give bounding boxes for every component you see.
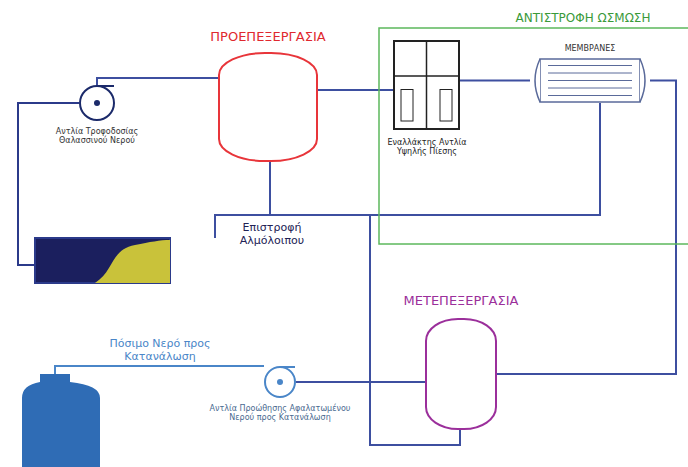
membrane-tube — [548, 95, 632, 96]
pipe-connector — [497, 81, 676, 375]
high-pressure-pump: Εναλλάκτης Αντλία Υψηλής Πίεσης — [393, 40, 460, 130]
node-label: ΜΕΜΒΡΑΝΕΣ — [530, 44, 650, 53]
node-label: ΜΕΤΕΠΕΞΕΡΓΑΣΙΑ — [375, 294, 547, 309]
piston — [394, 75, 459, 77]
post-treatment-tank: ΜΕΤΕΠΕΞΕΡΓΑΣΙΑ — [425, 318, 497, 430]
brine-return-label: Επιστροφή Αλμόλοιπου — [222, 222, 322, 247]
membrane-tube — [548, 73, 632, 74]
water-tank — [22, 374, 100, 467]
pretreatment-tank: ΠΡΟΕΠΕΞΕΡΓΑΣΙΑ — [218, 52, 318, 162]
node-label: Αντλία Τροφοδοσίας Θαλασσινού Νερού — [34, 127, 160, 145]
tank-outline — [425, 318, 497, 430]
hp-outline — [393, 40, 460, 130]
pump-outline — [79, 85, 115, 121]
pump-body — [265, 367, 295, 397]
chamber — [440, 90, 452, 122]
node-label: ΑΝΤΙΣΤΡΟΦΗ ΩΣΜΩΣΗ — [478, 12, 688, 26]
chamber — [401, 90, 413, 122]
piston-rod — [426, 41, 428, 129]
node-label: Αντλία Προώθησης Αφαλατωμένου Νερού προς… — [206, 404, 354, 422]
pump-hub — [277, 379, 283, 385]
reservoir-sand — [95, 240, 170, 283]
sea-reservoir — [35, 238, 170, 283]
pump-outlet — [97, 85, 114, 87]
pipe-connector — [97, 78, 218, 85]
pipe-connector — [460, 80, 530, 82]
node-label: ΠΡΟΕΠΕΞΕΡΓΑΣΙΑ — [188, 30, 348, 45]
pump-body — [80, 86, 114, 120]
vessel — [426, 319, 496, 429]
membrane-tube — [548, 88, 632, 89]
pump-outline — [264, 366, 296, 398]
node-label: Εναλλάκτης Αντλία Υψηλής Πίεσης — [375, 138, 479, 156]
pipe-connector — [296, 381, 425, 383]
feed-pump: Αντλία Τροφοδοσίας Θαλασσινού Νερού — [79, 85, 115, 121]
product-pipe — [55, 366, 264, 374]
pipe-connector — [318, 89, 393, 91]
membrane-end — [535, 59, 540, 102]
membrane-module: ΜΕΜΒΡΑΝΕΣ — [530, 58, 650, 103]
membrane-outline — [530, 58, 650, 103]
drain-pipe — [269, 162, 271, 215]
membrane-tube — [548, 65, 632, 66]
pump-outlet — [280, 366, 295, 368]
product-water-label: Πόσιμο Νερό προς Κατανάλωση — [85, 338, 235, 363]
membrane-end — [640, 59, 645, 102]
pump-casing — [394, 41, 459, 129]
membrane-body — [540, 59, 640, 102]
region-border — [379, 28, 688, 244]
vessel — [219, 53, 317, 161]
reverse-osmosis-region: ΑΝΤΙΣΤΡΟΦΗ ΩΣΜΩΣΗΜΕΜΒΡΑΝΕΣΕναλλάκτης Αντ… — [378, 27, 688, 245]
membrane-tube — [548, 80, 632, 81]
product-pump: Αντλία Προώθησης Αφαλατωμένου Νερού προς… — [264, 366, 296, 398]
tank-outline — [218, 52, 318, 162]
pump-hub — [94, 100, 100, 106]
